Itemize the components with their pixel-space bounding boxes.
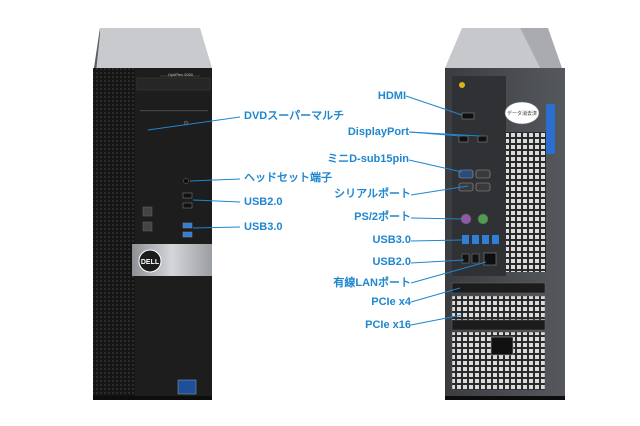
leader-dvd [147,116,241,131]
rear-sticker [504,101,540,125]
label-ps2: PS/2ポート [354,211,411,223]
front-model-text: OptiPlex 5050 [168,72,194,77]
minidsub-port [458,169,474,179]
displayport-port-2 [477,135,488,143]
leader-pcie4 [410,287,461,303]
label-lan: 有線LANポート [333,277,411,289]
front-panel [135,68,212,398]
rear-usb2-port-2 [471,253,480,264]
serial-port [475,169,491,179]
rear-pc: データ消去済 [445,28,565,400]
leader-lan [410,261,487,284]
rear-usb3-port-3 [482,235,489,244]
front-usb3-port-1 [182,222,193,229]
front-usb2-port-1 [182,192,193,199]
headset-jack [183,178,189,184]
lan-port [483,252,497,266]
hdmi-port [461,112,475,120]
front-pc: DELL [93,28,212,400]
rear-usb2-port-1 [461,253,470,264]
front-usb2-port-2 [182,202,193,209]
rear-usb3-port-1 [462,235,469,244]
label-serial: シリアルポート [334,188,411,200]
displayport-port-1 [458,135,469,143]
blue-latch [546,104,555,154]
label-front-usb3: USB3.0 [244,221,283,233]
label-rear-usb2: USB2.0 [372,256,411,268]
front-mesh [93,68,135,398]
ps2-keyboard-port [460,213,472,225]
dell-logo [138,249,162,273]
front-top-panel [94,28,212,68]
label-dvd: DVDスーパーマルチ [244,110,345,122]
intel-sticker [177,379,197,395]
leader-front-usb2 [192,199,241,203]
label-rear-usb3: USB3.0 [372,234,411,246]
dvd-drive [140,110,208,112]
label-minidsub: ミニD-sub15pin [327,153,409,165]
label-headset: ヘッドセット端子 [244,172,332,184]
leader-rear-usb2 [410,259,465,264]
leader-rear-usb3 [410,239,463,242]
pcie-x4-slot [451,282,546,294]
label-pcie4: PCIe x4 [371,296,411,308]
rear-grille [506,132,546,272]
label-hdmi: HDMI [377,90,406,102]
rear-usb3-port-2 [472,235,479,244]
ps2-mouse-port [477,213,489,225]
leader-minidsub [408,159,463,173]
leader-hdmi [405,95,463,116]
label-displayport: DisplayPort [347,126,409,138]
leader-dp-2 [408,131,481,137]
dell-logo-text: DELL [141,259,160,266]
leader-front-usb3 [192,226,241,229]
leader-ps2 [410,217,463,220]
rear-usb3-port-4 [492,235,499,244]
front-usb3-port-2 [182,231,193,238]
power-inlet [490,336,514,356]
audio-jack [459,82,465,88]
label-pcie16: PCIe x16 [365,319,411,331]
leader-pcie16 [410,314,463,326]
pcie-x16-slot [451,319,546,331]
leader-serial [410,185,469,196]
leader-lines [147,95,487,326]
label-front-usb2: USB2.0 [244,196,283,208]
svg-text:データ消去済: データ消去済 [507,110,537,117]
leader-headset [189,178,241,182]
